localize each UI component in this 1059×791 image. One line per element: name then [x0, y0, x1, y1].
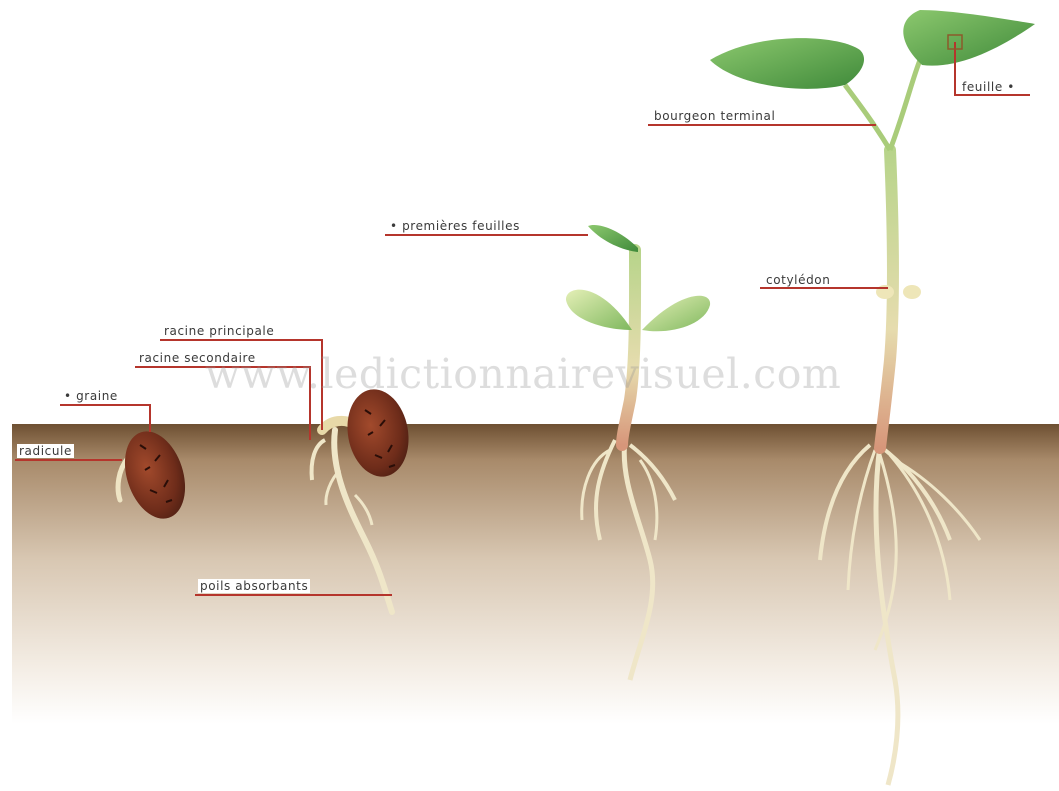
label-premieres-feuilles: • premières feuilles [388, 219, 522, 233]
label-feuille: feuille • [960, 80, 1017, 94]
label-poils-absorbants: poils absorbants [198, 579, 310, 593]
label-racine-secondaire: racine secondaire [137, 351, 258, 365]
label-graine: • graine [62, 389, 120, 403]
label-radicule: radicule [17, 444, 74, 458]
watermark: www.ledictionnairevisuel.com [205, 350, 841, 398]
label-bourgeon-terminal: bourgeon terminal [652, 109, 777, 123]
label-racine-principale: racine principale [162, 324, 276, 338]
label-cotyledon: cotylédon [764, 273, 832, 287]
